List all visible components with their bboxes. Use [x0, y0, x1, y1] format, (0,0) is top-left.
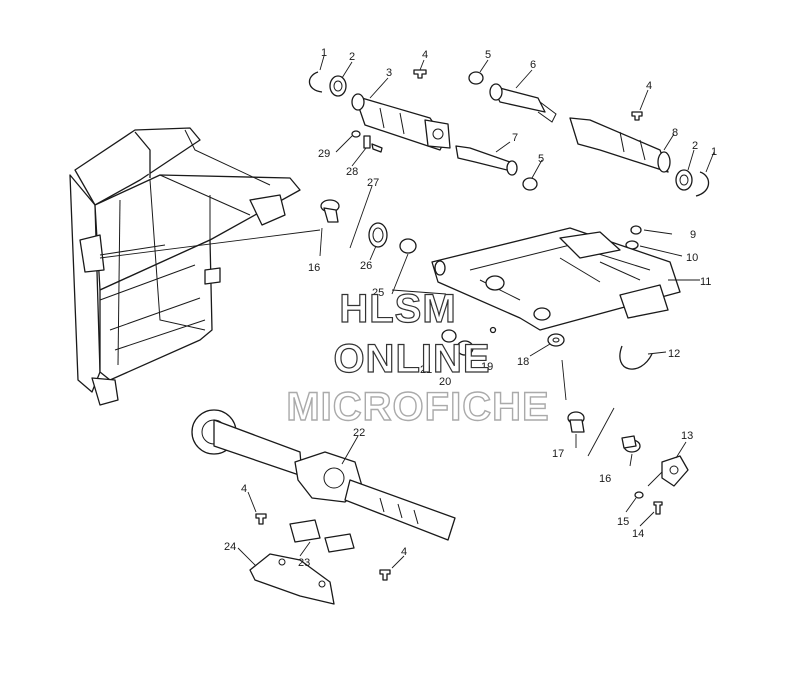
watermark-line-2: ONLINE	[333, 337, 490, 381]
callout-26: 26	[360, 260, 372, 272]
washer-20	[456, 340, 474, 356]
decal-23	[289, 519, 355, 553]
bracket-13	[661, 455, 689, 487]
swing-arm	[431, 227, 681, 331]
watermark-line-1: HLSM	[339, 287, 456, 331]
mount-16-left	[320, 199, 340, 223]
callout-16: 16	[308, 262, 320, 274]
leader-lines	[99, 55, 715, 569]
callout-25: 25	[372, 287, 384, 299]
bolt-14	[653, 501, 663, 515]
callout-21: 21	[420, 364, 432, 376]
callout-19: 19	[481, 361, 493, 373]
nut-mid	[522, 177, 538, 191]
bolt-right	[631, 111, 643, 121]
bolt-27	[371, 143, 383, 153]
watermark-line-3: MICROFICHE	[286, 385, 549, 429]
callout-16: 16	[599, 473, 611, 485]
callout-20: 20	[439, 376, 451, 388]
callout-24: 24	[224, 541, 236, 553]
callout-4: 4	[241, 483, 247, 495]
pivot-shaft	[489, 83, 557, 123]
grease-fitting-28	[363, 135, 371, 149]
callout-15: 15	[617, 516, 629, 528]
washer-15	[634, 491, 644, 499]
callout-numbers: 1 2 3 4 5 6 4 7 8 2 1 29 28 27 5 9 10 11…	[224, 47, 717, 569]
mount-16-right	[621, 435, 641, 453]
plug-17	[567, 411, 585, 433]
callout-5: 5	[485, 49, 491, 61]
washer-18	[547, 333, 565, 347]
callout-6: 6	[530, 59, 536, 71]
nut-top	[468, 71, 484, 85]
callout-13: 13	[681, 430, 693, 442]
callout-1: 1	[321, 47, 327, 59]
callout-14: 14	[632, 528, 644, 540]
watermark: HLSM ONLINE MICROFICHE	[286, 286, 550, 429]
snap-ring-left	[308, 71, 323, 93]
callout-22: 22	[353, 427, 365, 439]
pivot-tube-right	[569, 117, 671, 173]
callout-4: 4	[401, 546, 407, 558]
bolt-axle-left	[255, 513, 267, 525]
pivot-tube-left	[351, 93, 451, 151]
callout-11: 11	[700, 276, 711, 288]
washer-25	[399, 238, 417, 254]
callout-7: 7	[512, 132, 518, 144]
rear-axle	[191, 409, 456, 541]
callout-29: 29	[318, 148, 330, 160]
vehicle-frame	[69, 127, 301, 406]
callout-10: 10	[686, 252, 698, 264]
callout-2: 2	[349, 51, 355, 63]
bolt-top	[413, 69, 427, 79]
callout-2: 2	[692, 140, 698, 152]
callout-3: 3	[386, 67, 392, 79]
bolt-axle-right	[379, 569, 391, 581]
callout-23: 23	[298, 557, 310, 569]
bearing-left	[329, 75, 347, 97]
nut-9	[630, 225, 642, 235]
callout-18: 18	[517, 356, 529, 368]
snap-ring-right	[695, 171, 710, 197]
bushing-26	[368, 222, 388, 248]
u-bolt	[619, 345, 653, 370]
fitting-19	[489, 326, 497, 334]
callout-12: 12	[668, 348, 680, 360]
callout-28: 28	[346, 166, 358, 178]
callout-4: 4	[646, 80, 652, 92]
pivot-shaft-lower	[455, 145, 518, 176]
callout-1: 1	[711, 146, 717, 158]
washer-29	[351, 130, 361, 138]
washer-21	[441, 329, 457, 343]
callout-5: 5	[538, 153, 544, 165]
bearing-right	[675, 169, 693, 191]
callout-27: 27	[367, 177, 379, 189]
callout-17: 17	[552, 448, 564, 460]
callout-9: 9	[690, 229, 696, 241]
callout-8: 8	[672, 127, 678, 139]
callout-4: 4	[422, 49, 428, 61]
skid-plate	[249, 553, 335, 605]
